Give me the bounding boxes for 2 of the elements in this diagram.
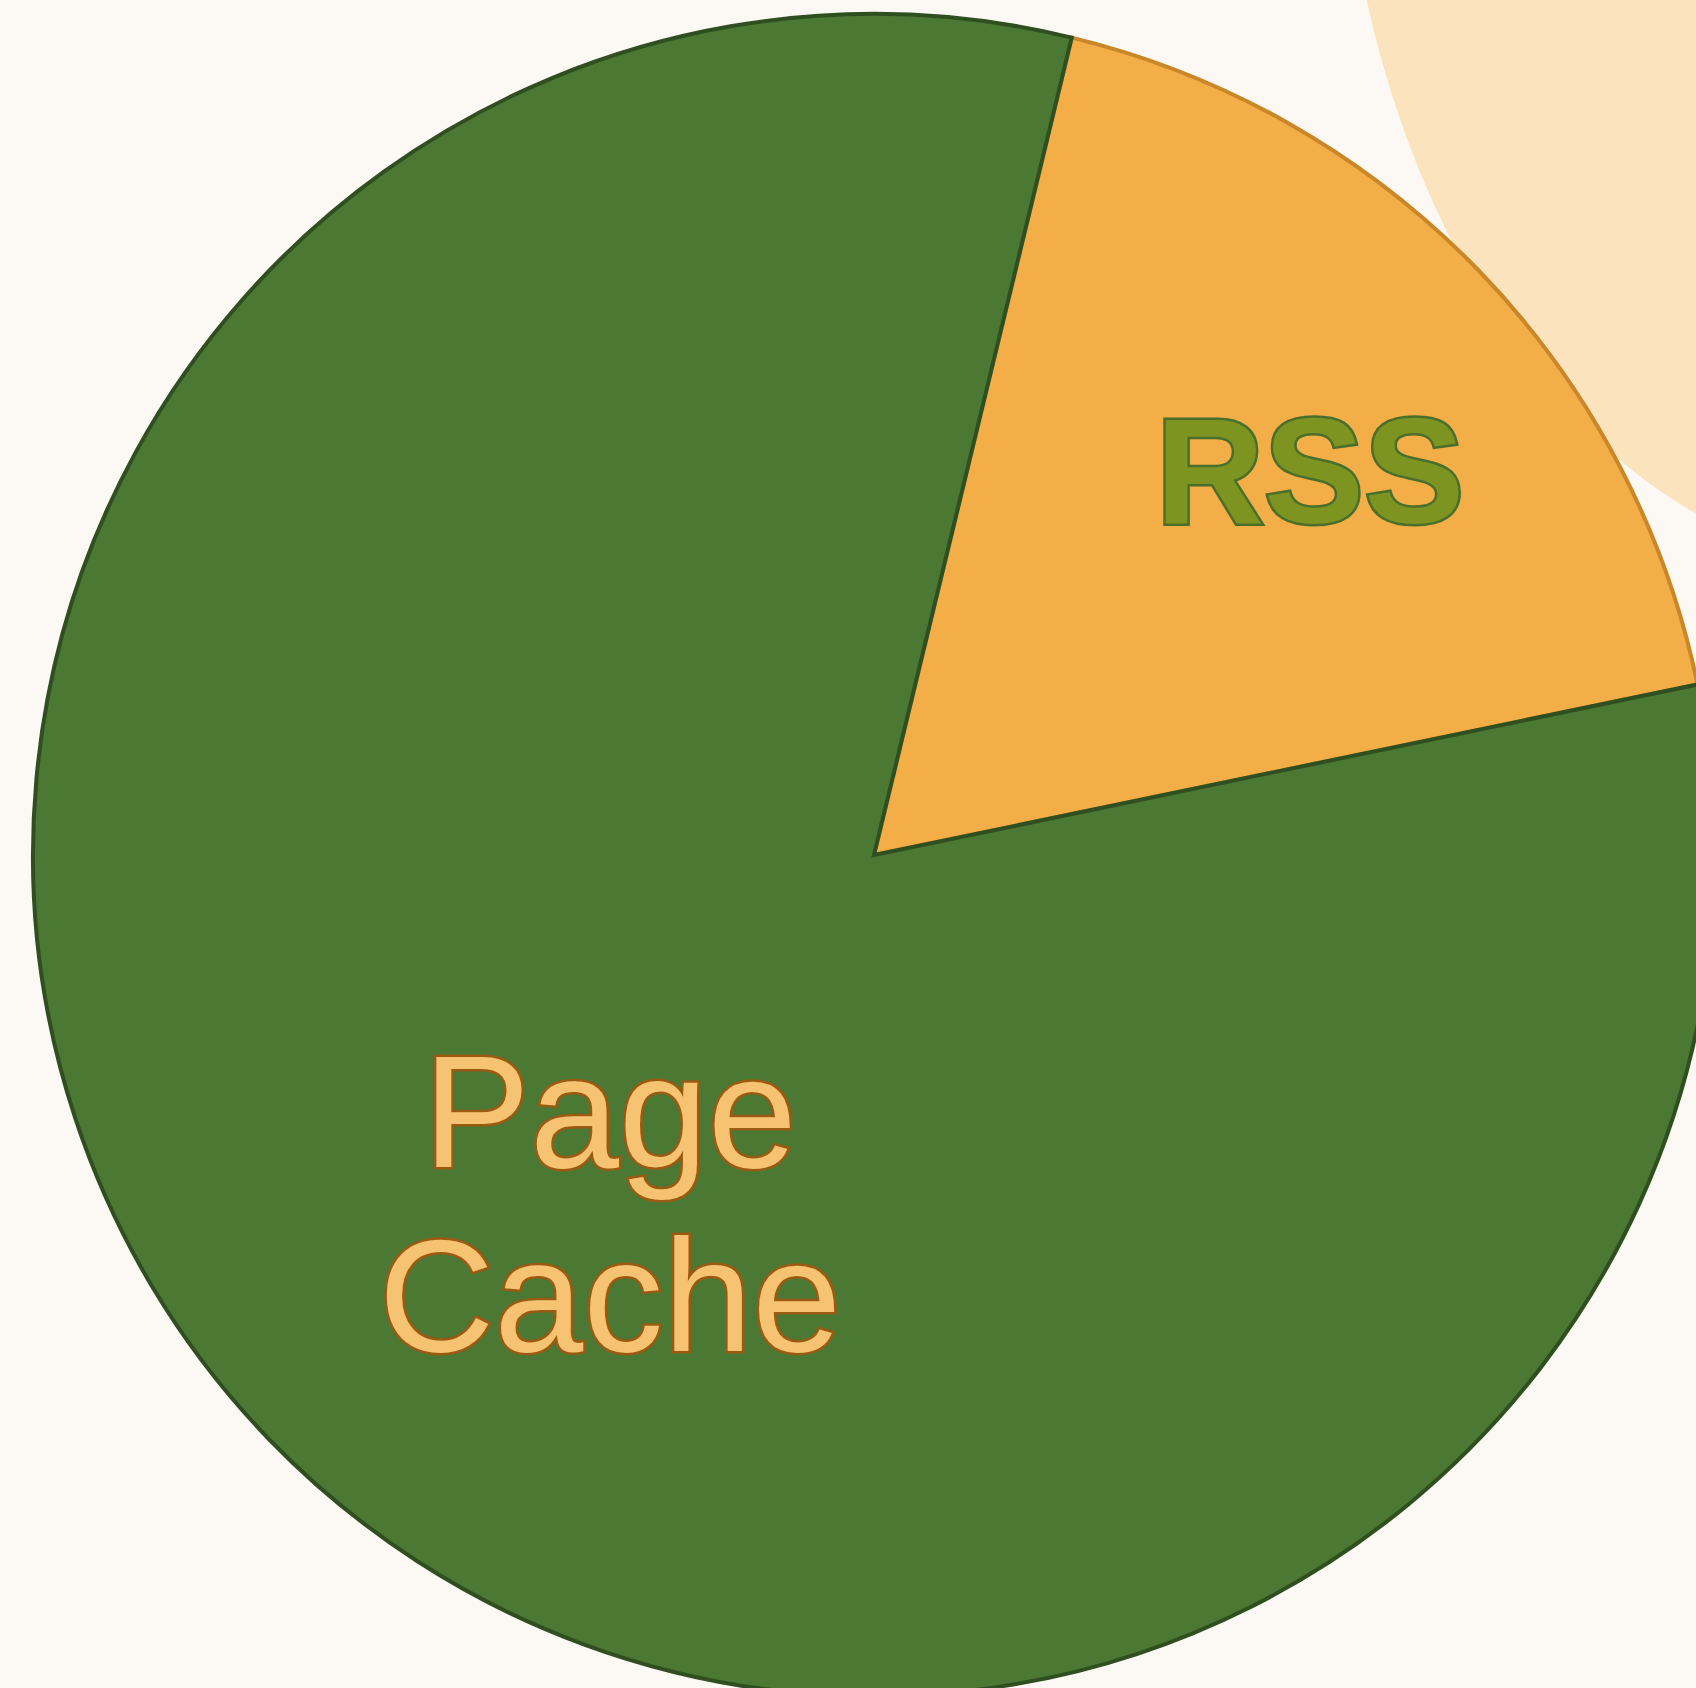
slice-label: Page Cache — [377, 1021, 843, 1387]
slice-label: RSS — [1154, 386, 1466, 557]
